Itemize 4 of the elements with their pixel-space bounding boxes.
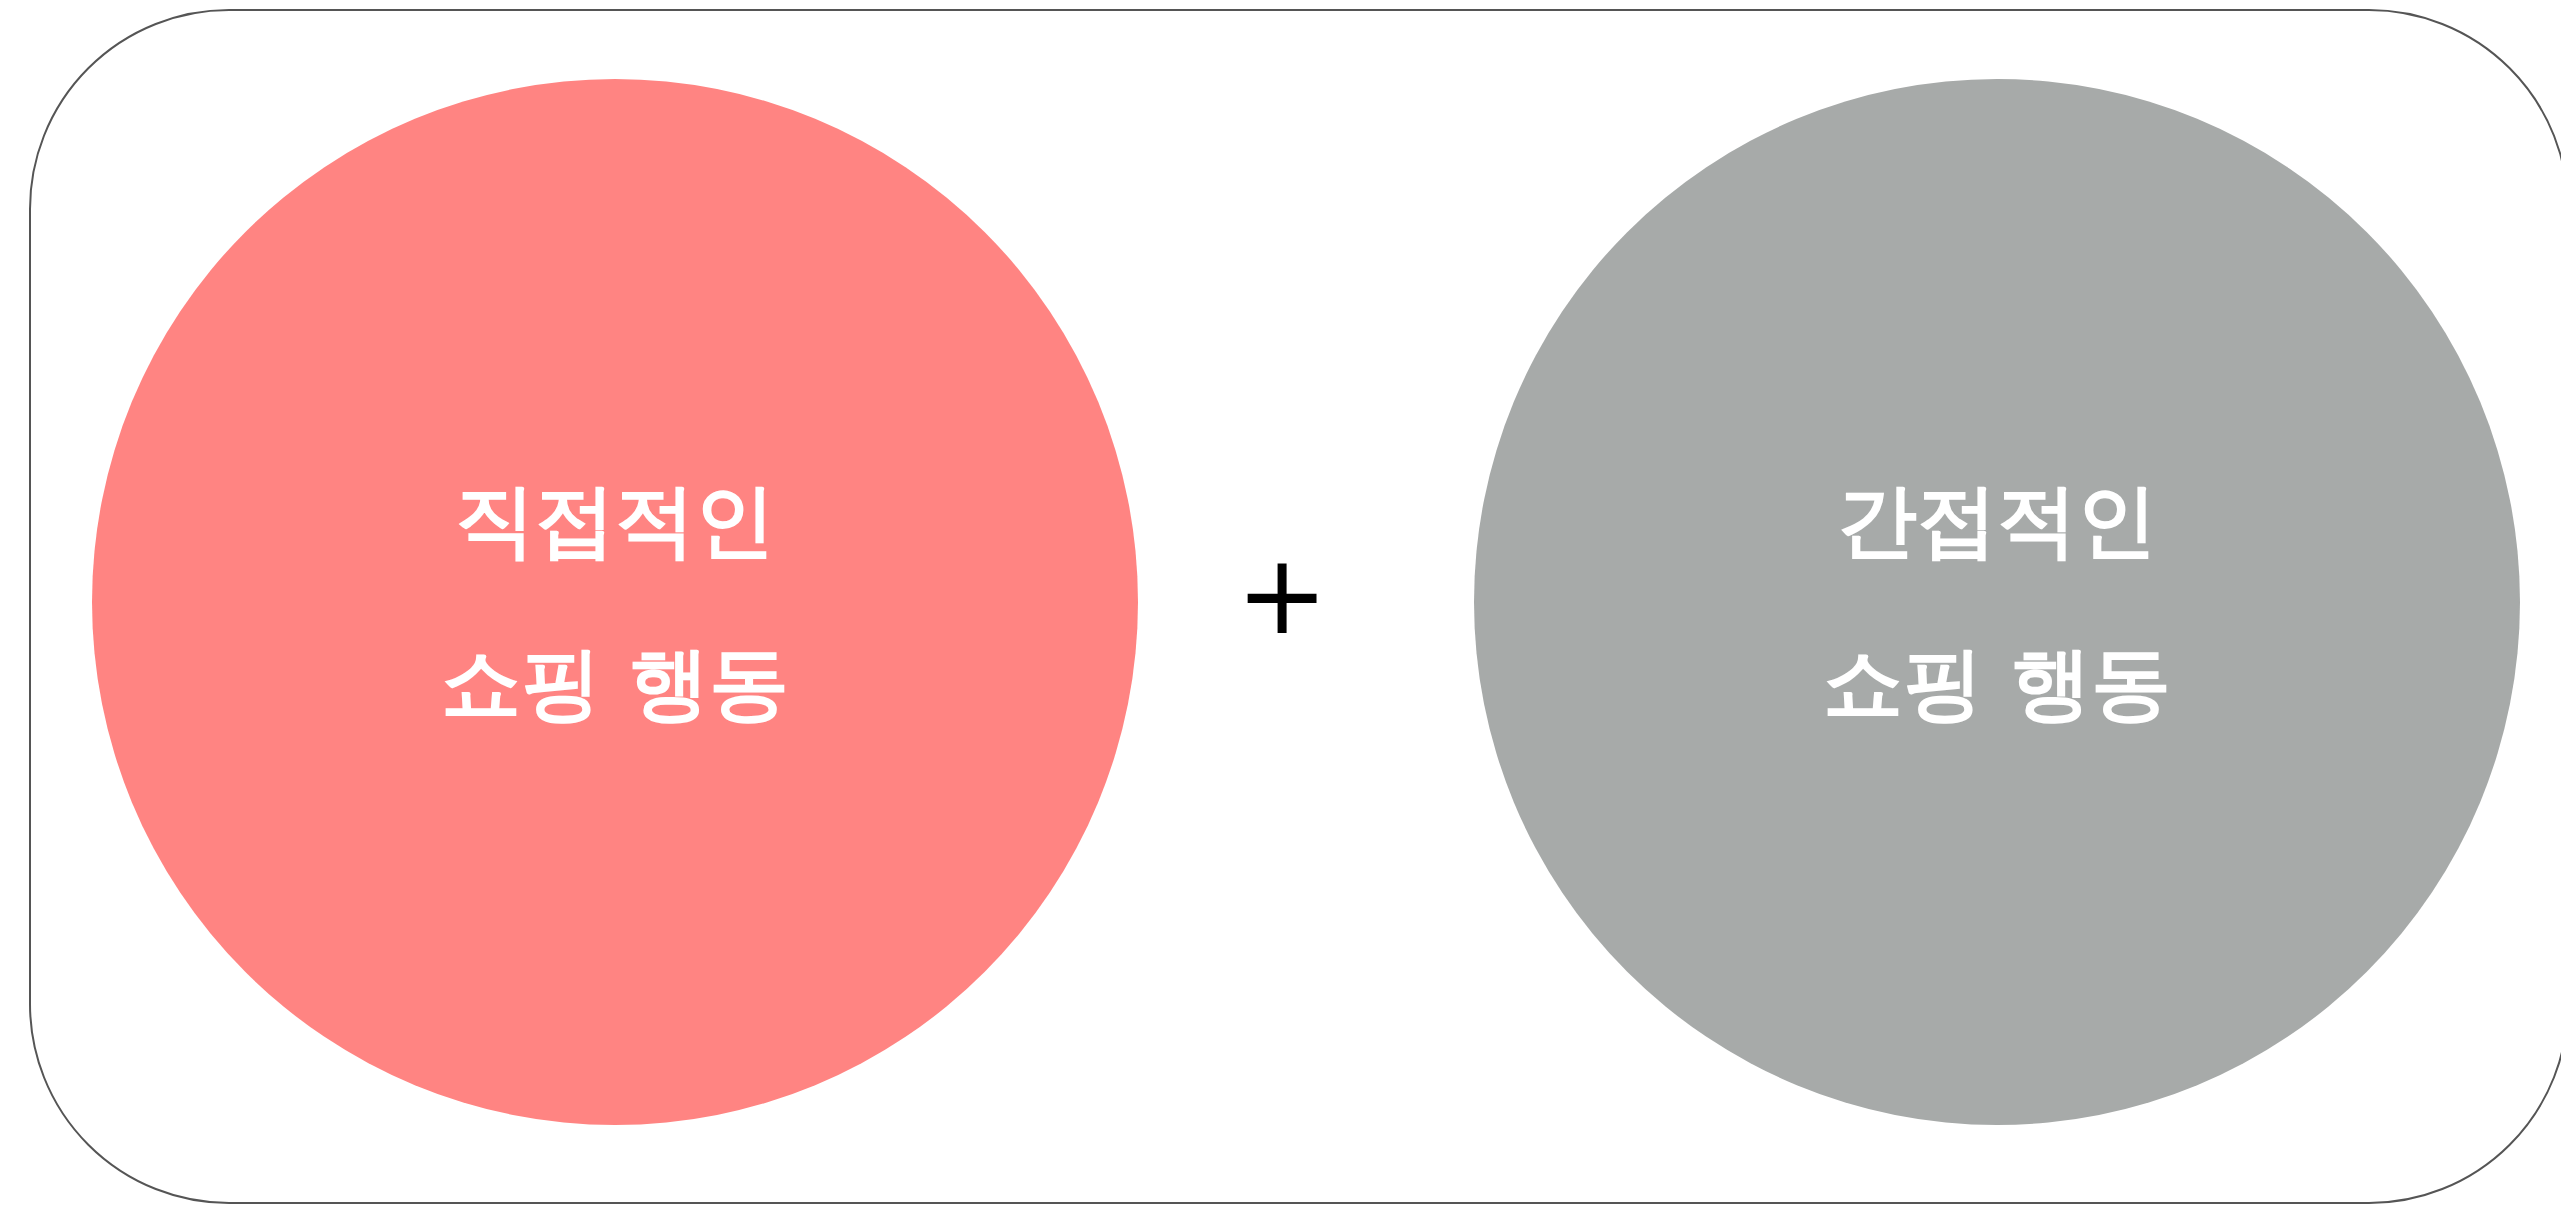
plus-sign: + <box>1235 540 1329 650</box>
circle-label: 직접적인 쇼핑 행동 <box>440 473 790 732</box>
circle-label: 간접적인 쇼핑 행동 <box>1822 473 2172 732</box>
rounded-frame <box>29 9 2561 1204</box>
